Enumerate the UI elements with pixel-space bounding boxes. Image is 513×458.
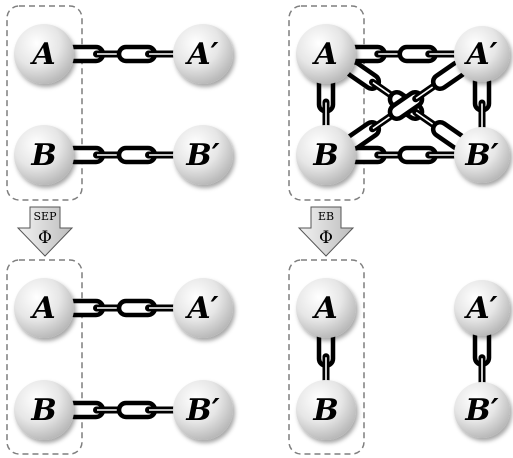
top-right-group-box	[288, 5, 365, 201]
node-B	[296, 125, 356, 185]
bottom-right-group-box	[288, 259, 365, 455]
chain-A-Aprime	[64, 44, 181, 64]
node-A-prime	[173, 24, 233, 84]
node-A-prime	[173, 278, 233, 338]
node-A-prime-label: A′	[463, 291, 497, 326]
node-B-prime-label: B′	[464, 138, 498, 173]
node-B-prime	[173, 125, 233, 185]
eb-arrow-shape	[297, 206, 355, 257]
node-A-prime	[454, 280, 510, 336]
node-A-prime	[454, 26, 510, 82]
node-B	[14, 380, 74, 440]
node-A-label: A	[311, 37, 337, 72]
node-A-label: A	[311, 291, 337, 326]
node-A-prime-label: A′	[184, 37, 218, 72]
chain-B-Aprime	[344, 59, 468, 152]
sep-arrow-symbol: Φ	[38, 228, 52, 248]
eb-arrow-label: EB	[318, 210, 334, 223]
sep-arrow-label: SEP	[34, 210, 58, 223]
node-B-label: B	[30, 393, 56, 428]
node-B-label: B	[30, 138, 56, 173]
chain-B-Bprime	[64, 400, 181, 420]
chain-A-Aprime	[64, 298, 181, 318]
sep-arrow: SEP Φ	[16, 206, 74, 257]
node-A-label: A	[29, 37, 55, 72]
node-A	[14, 24, 74, 84]
eb-arrow-symbol: Φ	[319, 228, 333, 248]
node-B-prime	[173, 380, 233, 440]
eb-arrow: EB Φ	[297, 206, 355, 257]
chain-Aprime-Bprime	[472, 72, 492, 136]
top-left-group-box	[6, 5, 83, 201]
node-A-prime-label: A′	[184, 291, 218, 326]
node-A	[14, 278, 74, 338]
node-B-prime	[454, 127, 510, 183]
node-A-prime-label: A′	[463, 37, 497, 72]
chain-A-Aprime	[346, 44, 462, 64]
node-B-prime-label: B′	[185, 138, 219, 173]
node-A	[296, 24, 356, 84]
chain-B-Bprime	[64, 145, 181, 165]
node-A-label: A	[29, 291, 55, 326]
chain-Aprime-Bprime	[472, 326, 492, 391]
chain-links-layer	[64, 44, 492, 420]
node-B-label: B	[312, 138, 338, 173]
node-B-prime-label: B′	[464, 393, 498, 428]
node-A	[296, 278, 356, 338]
node-B	[14, 125, 74, 185]
bottom-left-group-box	[6, 259, 83, 455]
node-B-label: B	[312, 393, 338, 428]
chain-B-Bprime	[346, 145, 462, 165]
sep-arrow-shape	[16, 206, 74, 257]
node-B-prime	[454, 382, 510, 438]
node-B-prime-label: B′	[185, 393, 219, 428]
node-B	[296, 380, 356, 440]
